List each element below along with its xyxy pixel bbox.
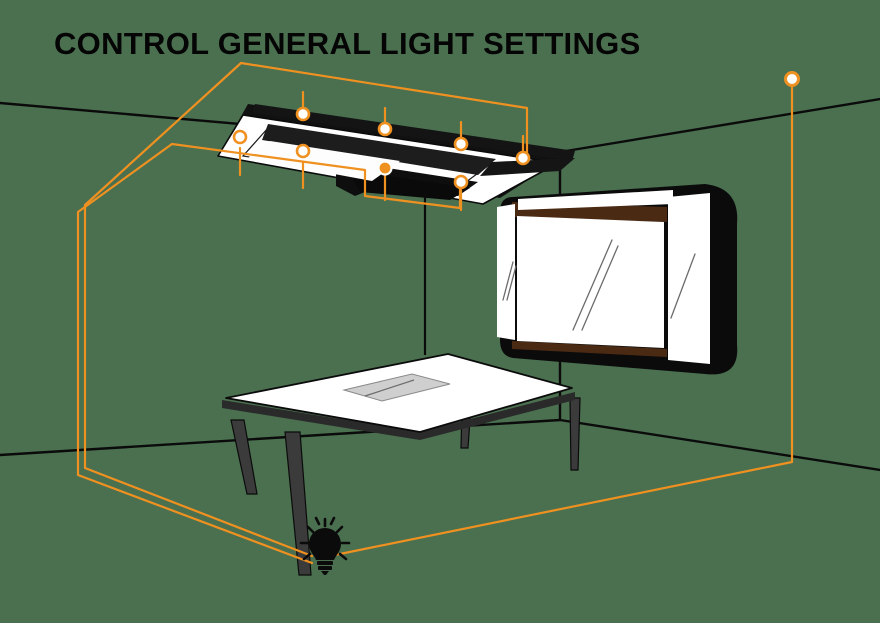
bulb-rays [299, 516, 351, 561]
window-pane-left [497, 204, 515, 340]
light-bulb-icon[interactable] [299, 516, 351, 575]
wire-node-2[interactable] [377, 121, 393, 137]
table-edge-band [222, 392, 575, 440]
table-leg-front-left [230, 419, 258, 495]
bulb-base-lower [318, 566, 332, 570]
table-legs [230, 397, 581, 576]
window-header-strip [518, 190, 673, 210]
bulb-ray-br [338, 552, 348, 561]
window-pane-center [517, 216, 664, 348]
fixture-top-rail [252, 104, 575, 161]
bulb-ray-tl [306, 525, 315, 534]
window-bottom-frame [512, 341, 667, 357]
bulb-ray-ul [314, 516, 321, 526]
reflection-line-1 [572, 239, 613, 331]
bulb-base-tip [321, 571, 329, 575]
bulb-ray-ur [329, 516, 336, 526]
ceiling-edge-line-right [558, 97, 880, 154]
table-inset-crease [364, 379, 415, 397]
ceiling-light-panel[interactable] [217, 104, 575, 355]
fixture-white-sliver [248, 141, 400, 181]
fixture-louvre-blade [262, 124, 496, 175]
reflection-line-2 [581, 245, 619, 331]
window-reflection-lines [502, 239, 696, 331]
reflection-line-4 [502, 261, 514, 301]
wire-node-group[interactable] [232, 71, 800, 190]
window-pane-right [668, 193, 710, 364]
wire-node-7-active[interactable] [377, 160, 393, 176]
wire-left-vertical-b [76, 142, 314, 565]
wire-right-riser [328, 80, 794, 558]
reflection-line-3 [670, 253, 696, 319]
reflection-line-5 [506, 265, 517, 301]
window-glass-wall[interactable] [497, 184, 738, 375]
bulb-base-upper [317, 561, 333, 565]
fixture-right-wedge [480, 158, 575, 176]
control-wiring-network[interactable] [76, 61, 794, 565]
wire-node-6[interactable] [295, 143, 311, 159]
wire-left-vertical-a [83, 61, 314, 558]
table-leg-back-right [569, 397, 581, 471]
wire-node-5[interactable] [232, 129, 248, 145]
bulb-ray-tr [335, 525, 344, 534]
conference-table[interactable] [222, 353, 581, 576]
wire-node-3[interactable] [453, 136, 469, 152]
wire-node-4[interactable] [515, 150, 531, 166]
wire-node-8[interactable] [453, 174, 469, 190]
floor-edge-line-right [558, 418, 880, 472]
bulb-glass [309, 528, 341, 560]
wire-node-9-active[interactable] [784, 71, 800, 87]
page-title: CONTROL GENERAL LIGHT SETTINGS [54, 26, 641, 61]
table-leg-front-center [284, 431, 312, 576]
wire-node-1[interactable] [295, 106, 311, 122]
bulb-ray-bl [302, 552, 312, 561]
fixture-cavity-lower [348, 170, 470, 200]
wire-ceiling-upper-loop [239, 61, 529, 158]
